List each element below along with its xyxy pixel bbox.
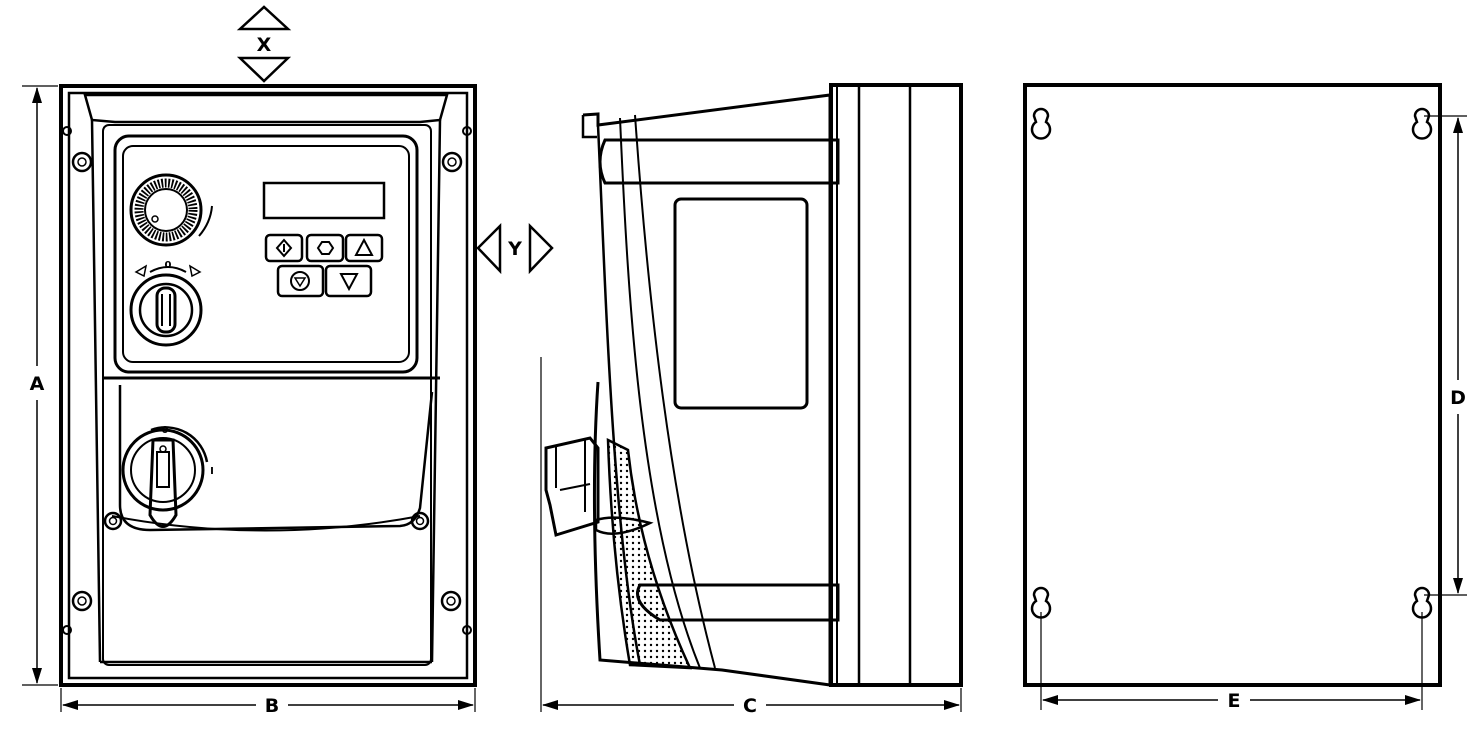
hinge-boss — [62, 126, 72, 136]
clearance-y-indicator: Y — [476, 222, 554, 275]
isolator-cover-lip — [111, 515, 421, 532]
side-top-lip — [598, 138, 840, 185]
stop-button — [276, 264, 325, 298]
keypad-panel-inner — [122, 145, 410, 363]
keyhole-mounting-slot-top-right — [1411, 107, 1433, 140]
keypad-panel — [113, 134, 419, 374]
cover-screw-bottom-left — [71, 590, 93, 612]
clearance-down-arrow-icon — [236, 56, 292, 83]
cover-screw-bottom-right — [440, 590, 462, 612]
dimension-x-label: X — [257, 34, 272, 56]
front-cover-panel — [102, 124, 432, 666]
navigate-icon — [316, 241, 335, 255]
cover-screw-top-left — [71, 151, 93, 173]
hinge-boss — [62, 625, 72, 635]
rear-view — [1023, 83, 1442, 687]
rear-enclosure-outline — [1023, 83, 1442, 687]
side-isolator-handle — [544, 436, 654, 537]
up-arrow-icon — [354, 237, 374, 256]
down-button — [324, 264, 373, 298]
dimension-a: A — [22, 85, 58, 686]
dimension-y-label: Y — [507, 238, 522, 260]
front-enclosure-inner-edge — [67, 91, 469, 680]
selector-off-label: 0 — [165, 260, 172, 271]
stop-icon — [293, 277, 307, 288]
hinge-boss — [462, 625, 472, 635]
dimension-e: E — [1040, 612, 1423, 712]
isolator-cover — [118, 385, 434, 532]
dimension-b-label: B — [265, 695, 279, 717]
dimension-d-label: D — [1450, 387, 1466, 409]
side-cover-profile — [582, 93, 832, 687]
isolator-switch: 0 I — [121, 425, 214, 528]
side-window — [673, 197, 809, 410]
front-cover-edge — [90, 119, 442, 664]
clearance-left-arrow-icon — [476, 222, 502, 275]
clearance-up-arrow-icon — [236, 5, 292, 31]
dimension-c: C — [540, 357, 962, 717]
isolator-cover-screw-right — [410, 511, 430, 531]
dimension-b: B — [60, 688, 476, 717]
side-vent-grille — [606, 437, 693, 670]
isolator-on-label: I — [210, 466, 214, 477]
keyhole-mounting-slot-top-left — [1030, 107, 1052, 140]
clearance-right-arrow-icon — [528, 222, 554, 275]
navigate-button — [305, 233, 345, 263]
speed-potentiometer — [129, 173, 213, 247]
dimension-c-label: C — [743, 695, 757, 717]
dimension-e-label: E — [1228, 690, 1241, 712]
clearance-x-indicator: X — [236, 5, 292, 83]
isolator-cover-screw-left — [103, 511, 123, 531]
front-enclosure-outline — [59, 84, 477, 687]
dimension-a-label: A — [30, 373, 45, 395]
isolator-handle — [148, 438, 178, 528]
keypad-display — [262, 181, 386, 220]
front-view: 0 — [59, 84, 477, 687]
dimension-d: D — [1424, 115, 1467, 596]
reverse-arrow-icon — [134, 264, 148, 278]
direction-selector-switch: 0 — [129, 260, 203, 347]
front-top-bezel — [83, 93, 449, 124]
side-backplate — [829, 83, 963, 687]
down-arrow-icon — [339, 273, 359, 292]
start-icon — [275, 238, 293, 258]
start-button — [264, 233, 304, 263]
cover-screw-top-right — [441, 151, 463, 173]
side-view — [544, 83, 963, 687]
forward-arrow-icon — [188, 264, 202, 278]
up-button — [344, 233, 384, 263]
hinge-boss — [462, 126, 472, 136]
